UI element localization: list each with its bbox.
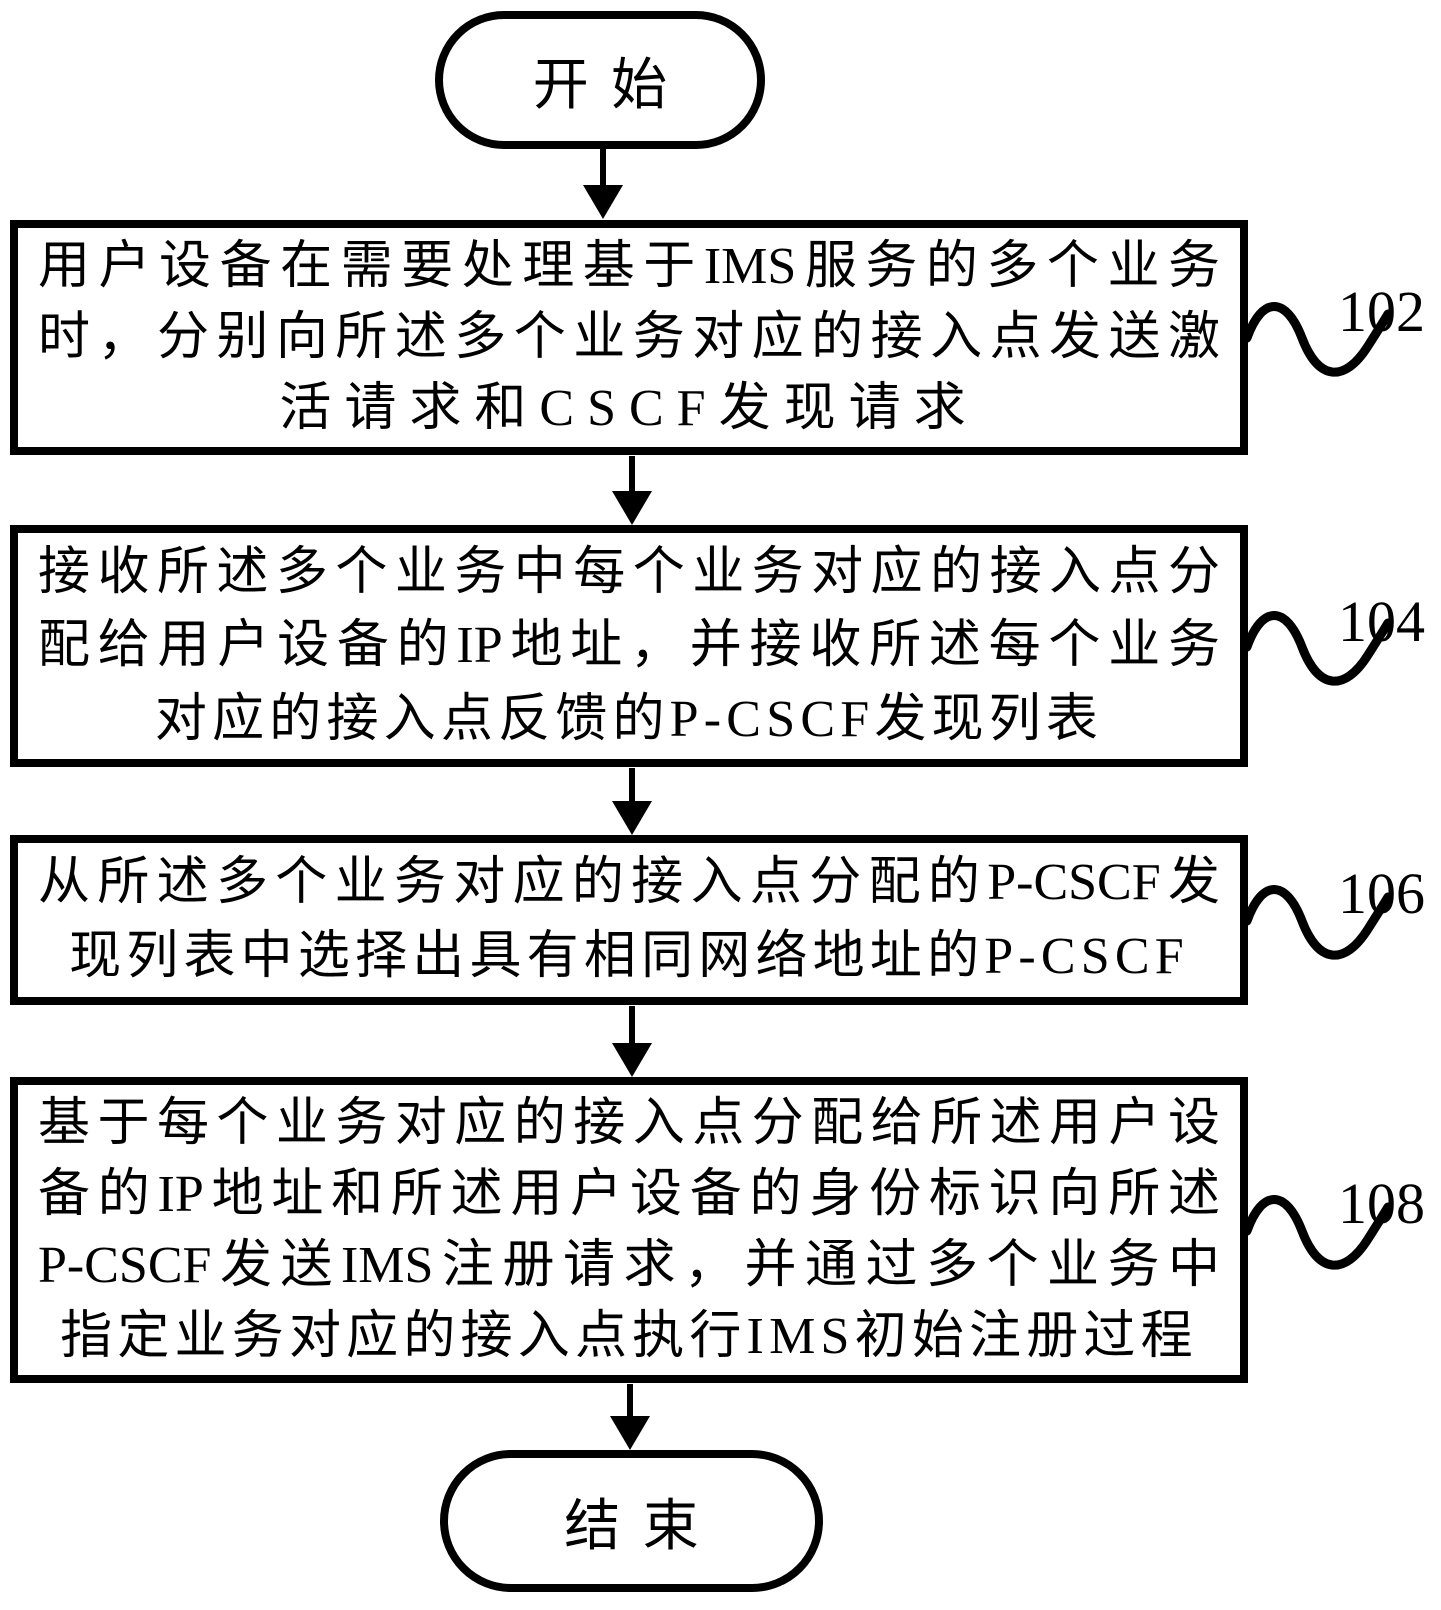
process-text-line: 备的IP地址和所述用户设备的身份标识向所述: [38, 1165, 1220, 1223]
flow-arrow-106-108: [612, 1006, 652, 1077]
process-box-108: 基于每个业务对应的接入点分配给所述用户设 备的IP地址和所述用户设备的身份标识向…: [10, 1077, 1248, 1383]
flow-arrow-102-104: [612, 456, 652, 525]
process-text-line: 现列表中选择出具有相同网络地址的P-CSCF: [69, 928, 1189, 986]
process-text-line: 用户设备在需要处理基于IMS服务的多个业务: [38, 237, 1220, 295]
arrow-head-icon: [612, 1043, 652, 1077]
process-text-line: P-CSCF发送IMS注册请求，并通过多个业务中: [38, 1236, 1220, 1294]
process-text-line: 配给用户设备的IP地址，并接收所述每个业务: [38, 617, 1220, 675]
process-text-line: 基于每个业务对应的接入点分配给所述用户设: [38, 1094, 1220, 1152]
end-terminator: 结束: [440, 1450, 823, 1592]
arrow-head-icon: [583, 185, 623, 219]
arrow-head-icon: [612, 801, 652, 835]
ref-number-104: 104: [1338, 589, 1425, 654]
process-text-line: 活请求和CSCF发现请求: [279, 379, 979, 437]
flow-arrow-108-end: [610, 1384, 650, 1450]
arrow-stem: [600, 149, 606, 185]
process-text-line: 从所述多个业务对应的接入点分配的P-CSCF发: [38, 854, 1220, 912]
arrow-stem: [627, 1384, 633, 1416]
flow-arrow-104-106: [612, 768, 652, 835]
ref-connector-squiggle-108: [1244, 1195, 1393, 1270]
arrow-head-icon: [612, 491, 652, 525]
start-terminator: 开始: [435, 11, 765, 149]
start-label: 开始: [532, 54, 690, 117]
process-box-104: 接收所述多个业务中每个业务对应的接入点分 配给用户设备的IP地址，并接收所述每个…: [10, 525, 1248, 767]
process-text-line: 时，分别向所述多个业务对应的接入点发送激: [38, 308, 1220, 366]
process-text-line: 指定业务对应的接入点执行IMS初始注册过程: [60, 1307, 1198, 1365]
end-label: 结束: [564, 1495, 722, 1558]
process-box-106: 从所述多个业务对应的接入点分配的P-CSCF发 现列表中选择出具有相同网络地址的…: [10, 835, 1248, 1005]
ref-number-102: 102: [1338, 279, 1425, 344]
process-box-102: 用户设备在需要处理基于IMS服务的多个业务 时，分别向所述多个业务对应的接入点发…: [10, 220, 1248, 455]
process-text-line: 对应的接入点反馈的P-CSCF发现列表: [154, 690, 1104, 748]
arrow-stem: [629, 1006, 635, 1043]
ref-number-106: 106: [1338, 861, 1425, 926]
process-text-line: 接收所述多个业务中每个业务对应的接入点分: [38, 543, 1220, 601]
flow-arrow-start-102: [583, 149, 623, 219]
ref-connector-squiggle-102: [1244, 302, 1393, 377]
arrow-head-icon: [610, 1416, 650, 1450]
arrow-stem: [629, 456, 635, 491]
arrow-stem: [629, 768, 635, 801]
ref-connector-squiggle-104: [1244, 611, 1393, 686]
ref-connector-squiggle-106: [1244, 885, 1393, 960]
ref-number-108: 108: [1338, 1171, 1425, 1236]
